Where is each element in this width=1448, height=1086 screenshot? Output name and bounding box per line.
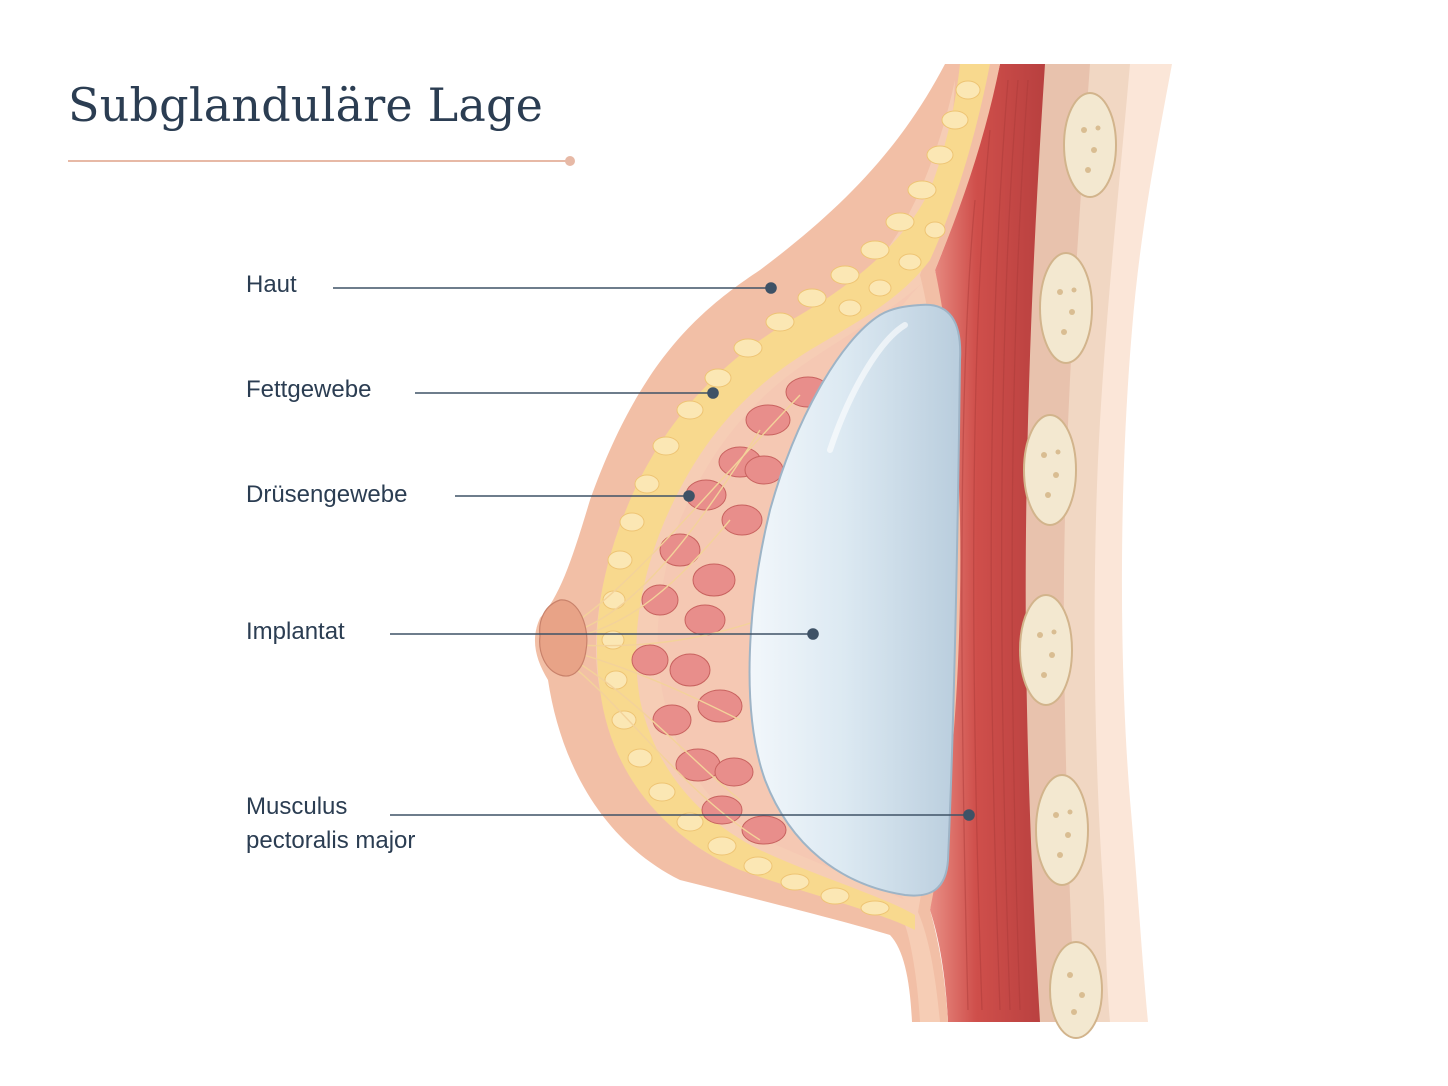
title-divider-dot xyxy=(565,156,575,166)
title-divider xyxy=(68,160,568,162)
label-druesengewebe: Drüsengewebe xyxy=(246,481,408,508)
marker-druesengewebe xyxy=(683,490,695,502)
label-pectoralis-line2: pectoralis major xyxy=(246,827,416,854)
rib xyxy=(1049,941,1103,1039)
ribs xyxy=(1019,92,1117,1039)
marker-implantat xyxy=(807,628,819,640)
page-title: Subglanduläre Lage xyxy=(68,78,544,132)
label-pectoralis-major: Musculus pectoralis major xyxy=(246,790,415,858)
rib xyxy=(1035,774,1089,886)
implant xyxy=(748,303,962,897)
rib xyxy=(1023,414,1077,526)
marker-haut xyxy=(765,282,777,294)
pectoralis-muscle xyxy=(930,64,1045,1022)
rib xyxy=(1063,92,1117,198)
milk-ducts xyxy=(559,394,801,841)
fat-layer xyxy=(596,64,990,930)
marker-fettgewebe xyxy=(707,387,719,399)
rib xyxy=(1019,594,1073,706)
label-haut: Haut xyxy=(246,271,297,298)
marker-muskel xyxy=(963,809,975,821)
label-implantat: Implantat xyxy=(246,618,345,645)
fat-lobules xyxy=(601,80,981,916)
nipple xyxy=(539,599,588,677)
rib xyxy=(1039,252,1093,364)
label-pectoralis-line1: Musculus xyxy=(246,793,348,820)
label-fettgewebe: Fettgewebe xyxy=(246,376,372,403)
chest-wall-skin xyxy=(1090,64,1172,1022)
